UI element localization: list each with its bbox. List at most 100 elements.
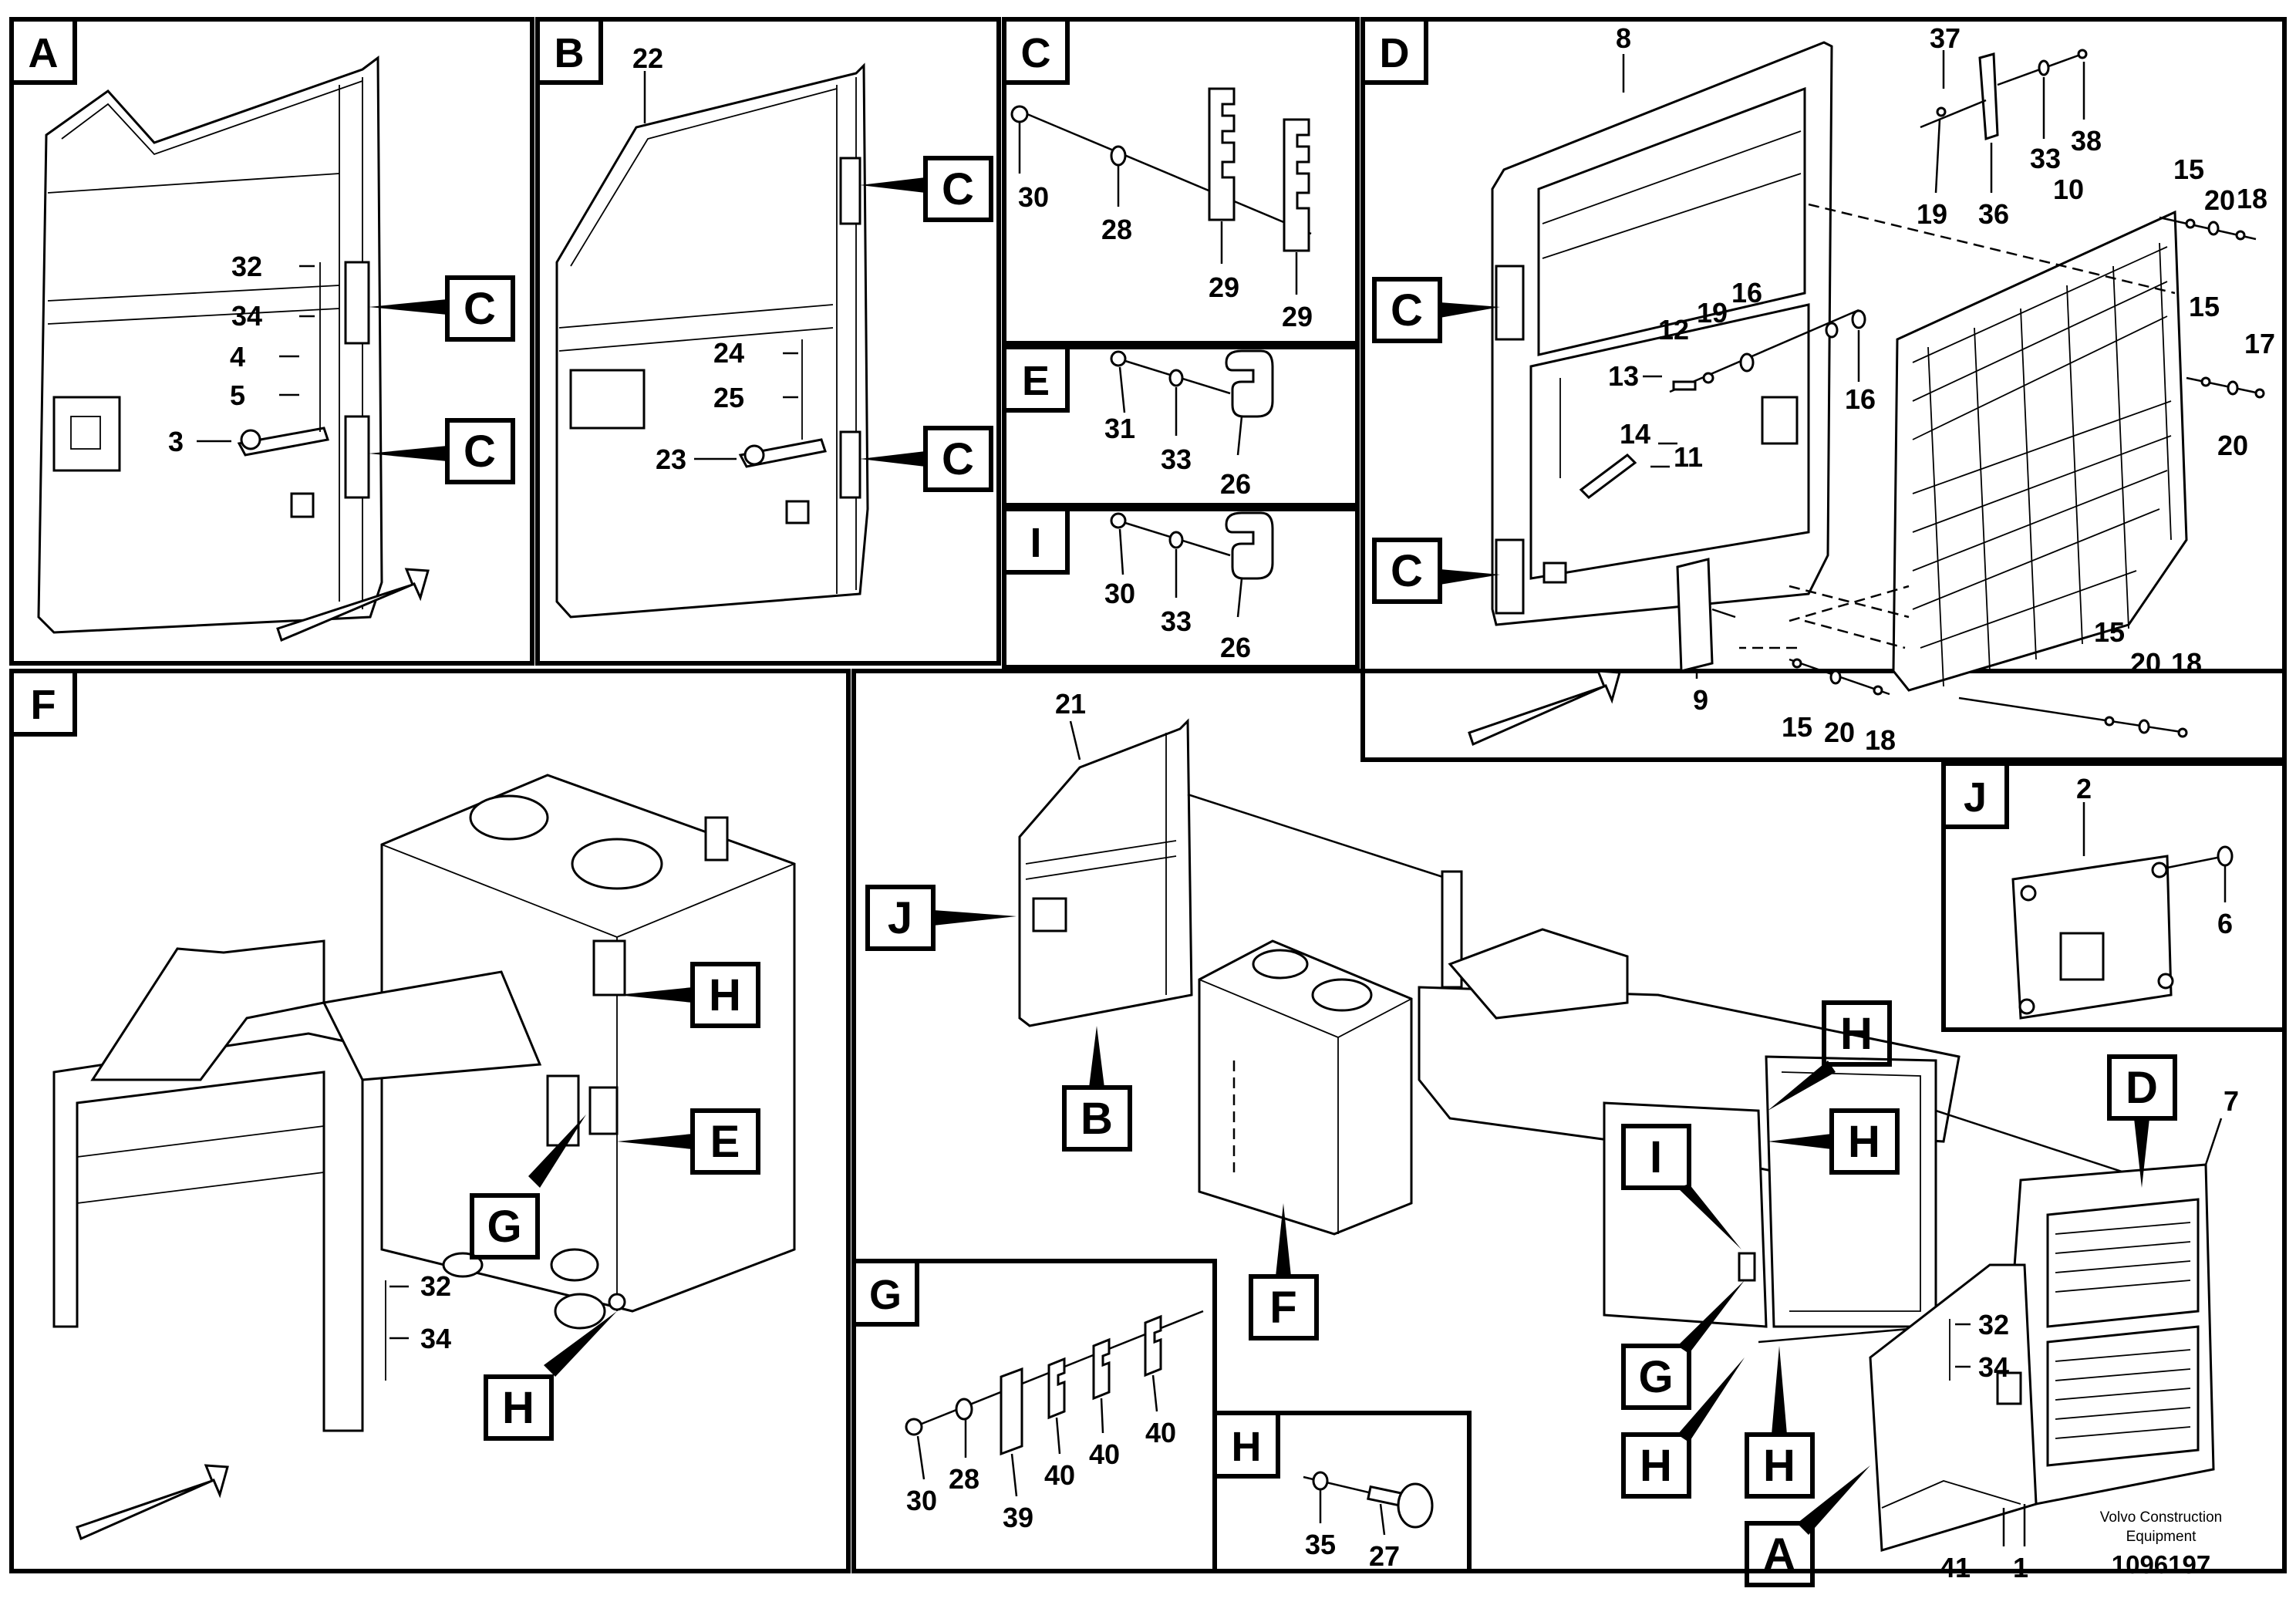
tank-f-bracket-upper [592, 939, 626, 996]
panel-j-drawing: 2 6 [2011, 773, 2234, 1020]
callout-e-33: 33 [1161, 443, 1192, 475]
panel-h-drawing: 35 27 [1303, 1471, 1434, 1572]
leader-i-30 [1118, 528, 1124, 575]
callout-d-18-top: 18 [2237, 183, 2267, 214]
ref-label-d-c2: C [1391, 546, 1423, 596]
dash-d-lower-right [1789, 585, 1910, 649]
tank-f-bumper-h [608, 1293, 626, 1311]
door-d-latch-catch [1542, 561, 1567, 584]
fastener-d-18-top [2235, 230, 2246, 241]
door-overview-latch [1996, 1371, 2022, 1405]
callout-a-32: 32 [231, 251, 262, 282]
pointer-a-c1 [369, 299, 447, 315]
corner-box-g [851, 1259, 919, 1327]
callout-j-2: 2 [2076, 773, 2092, 804]
leader-g-39 [1010, 1453, 1018, 1497]
lock-j-screw-1 [2020, 885, 2037, 902]
panel-g-frame [851, 1259, 1217, 1573]
frame-overview-side [1603, 1101, 1768, 1328]
callout-b-24: 24 [713, 337, 744, 369]
panel-h-frame [1212, 1411, 1472, 1573]
direction-arrow-d [1468, 669, 1621, 747]
tank-f-cap-2 [571, 838, 663, 890]
fastener-d-20-top [2207, 221, 2220, 236]
callout-c-29b: 29 [1282, 301, 1313, 332]
door-overview-21 [1018, 718, 1193, 1027]
ref-label-overview-d: D [2126, 1063, 2158, 1113]
corner-box-f [9, 669, 77, 737]
stop-d-clip-19 [1936, 106, 1947, 117]
fastener-d-15-mid [2200, 376, 2211, 387]
footer: Volvo Construction Equipment 1096197 [2100, 1509, 2222, 1579]
guard-d-mesh-lines [1912, 246, 2172, 649]
corner-label-h: H [1232, 1424, 1262, 1470]
callout-overview-32: 32 [1978, 1309, 2009, 1340]
panel-a-drawing: 32 34 4 5 3 C C [37, 56, 515, 642]
callout-g-40a: 40 [1044, 1459, 1075, 1491]
callout-d-36: 36 [1978, 198, 2009, 230]
handle-d-link [1711, 608, 1736, 619]
callout-d-37: 37 [1930, 22, 1961, 54]
fastener-d-15-br [2104, 716, 2115, 727]
callout-b-22: 22 [632, 42, 663, 74]
lock-j-screw-4 [2018, 998, 2035, 1015]
hinge-d-upper [1495, 265, 1525, 341]
nut-h-35 [1312, 1471, 1329, 1491]
callout-d-15-mid: 15 [2189, 291, 2220, 322]
frame-f-arm [322, 970, 542, 1081]
panel-i-drawing: 30 33 26 [1104, 511, 1274, 663]
callout-d-11: 11 [1674, 441, 1703, 473]
pin-d-12 [1672, 380, 1697, 391]
door-b-ribs [558, 304, 834, 352]
leader-i-26 [1236, 578, 1243, 618]
callout-d-20-top: 20 [2204, 184, 2235, 216]
leader-h-27 [1379, 1503, 1386, 1536]
callout-overview-34: 34 [1978, 1351, 2009, 1383]
washer-g-28 [955, 1398, 973, 1421]
ref-label-overview-h3: H [1640, 1441, 1672, 1491]
lock-j-axis [2166, 855, 2226, 869]
pointer-overview-d [2134, 1118, 2149, 1188]
ref-label-f-e: E [710, 1117, 740, 1167]
callout-d-20-mid: 20 [2217, 430, 2248, 461]
tank-f-sightglass [546, 1074, 580, 1147]
ref-label-d-c1: C [1391, 285, 1423, 336]
frame-overview-post [1441, 870, 1463, 989]
panel-e-drawing: 31 33 26 [1104, 349, 1274, 500]
corner-label-c: C [1021, 30, 1051, 76]
pointer-overview-j [933, 910, 1017, 926]
ref-label-f-h1: H [709, 970, 741, 1020]
pointer-overview-f [1276, 1203, 1291, 1276]
door-b-latch-pin [743, 444, 765, 466]
panel-main-frame [851, 669, 2287, 1573]
callout-b-25: 25 [713, 382, 744, 413]
direction-arrow-f [76, 1464, 229, 1541]
panel-c-frame [1002, 17, 1360, 346]
ref-label-f-h2: H [502, 1383, 534, 1433]
shim-c-29b [1283, 118, 1310, 252]
ref-label-overview-h4: H [1763, 1441, 1795, 1491]
pointer-overview-h2 [1768, 1134, 1832, 1149]
ref-label-overview-a: A [1763, 1529, 1795, 1580]
corner-label-b: B [555, 30, 585, 76]
door-a-lock-plate [52, 396, 121, 472]
callout-f-32: 32 [420, 1270, 451, 1302]
callout-overview-41: 41 [1940, 1552, 1971, 1583]
stop-d-36 [1978, 52, 1999, 141]
door-b-inner-top [570, 88, 838, 267]
axis-c [1027, 113, 1312, 235]
leader-g-40b [1100, 1398, 1104, 1434]
corner-box-b [535, 17, 603, 85]
fastener-d-15-bl [1792, 658, 1802, 669]
panel-f-frame [9, 669, 851, 1573]
callout-overview-7: 7 [2224, 1085, 2239, 1117]
door-b-outline [555, 62, 869, 619]
door-d-latch-11 [1579, 454, 1637, 499]
ref-box-f-h2 [484, 1374, 554, 1441]
pointer-f-e [617, 1134, 693, 1149]
ref-box-f-e [690, 1108, 760, 1175]
corner-label-a: A [29, 30, 59, 76]
frame-f-rails [76, 1125, 325, 1204]
pointer-a-c2 [369, 446, 447, 461]
callout-e-31: 31 [1104, 413, 1135, 444]
